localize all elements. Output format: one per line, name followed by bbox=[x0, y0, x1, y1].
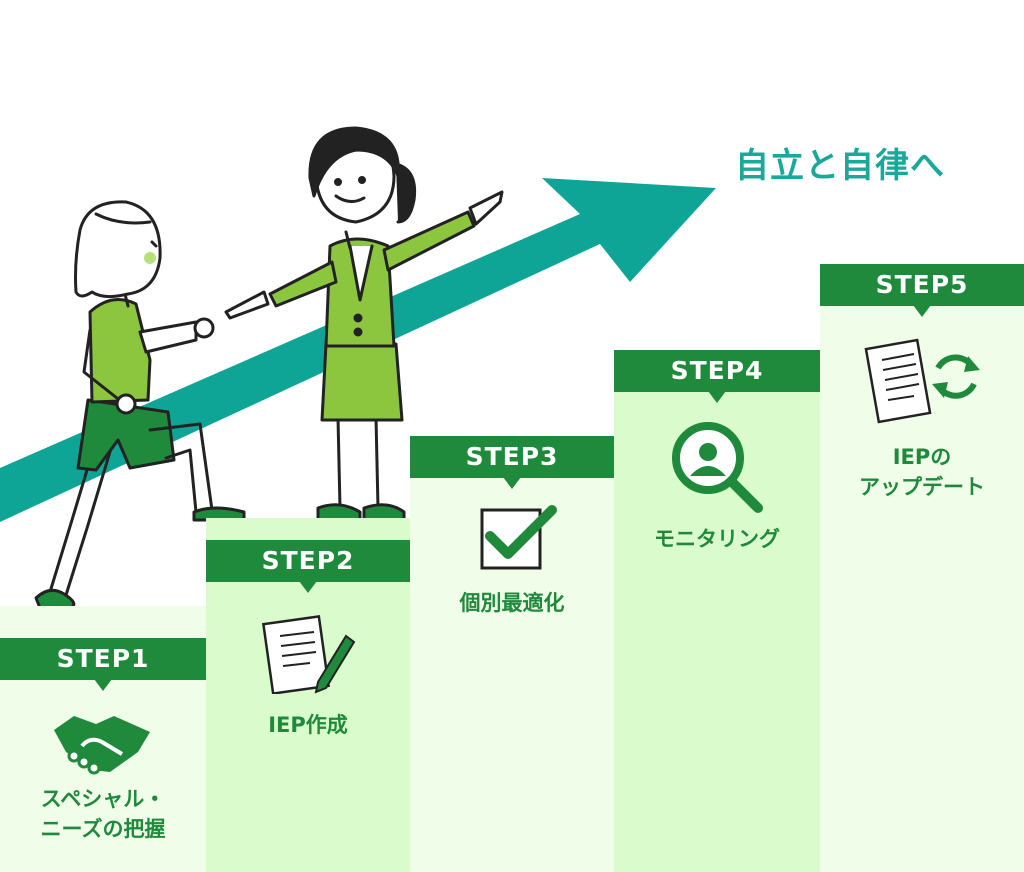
teacher-figure bbox=[224, 126, 504, 522]
student-figure bbox=[34, 200, 246, 610]
step-5-label: IEPの アップデート bbox=[859, 445, 985, 499]
step-1: STEP1 スペシャル・ ニーズの把握 bbox=[0, 606, 206, 872]
step-3: STEP3 個別最適化 bbox=[410, 436, 614, 872]
step-2-header: STEP2 bbox=[206, 540, 410, 593]
step-5: STEP5 IEPの アップデート bbox=[820, 264, 1024, 872]
document-refresh-icon bbox=[864, 338, 980, 424]
step-2: STEP2 IEP作成 bbox=[206, 518, 410, 872]
step-3-header: STEP3 bbox=[410, 436, 614, 489]
step-3-label: 個別最適化 bbox=[459, 591, 565, 615]
checkbox-icon bbox=[480, 505, 557, 570]
step-4-header: STEP4 bbox=[614, 350, 820, 403]
document-pen-icon bbox=[261, 615, 356, 694]
step-2-label: IEP作成 bbox=[268, 713, 348, 737]
step-5-header: STEP5 bbox=[820, 264, 1024, 317]
step-1-label: スペシャル・ ニーズの把握 bbox=[40, 787, 166, 841]
step-3-column bbox=[410, 436, 614, 872]
step-4-label: モニタリング bbox=[654, 527, 780, 551]
goal-title: 自立と自律へ bbox=[735, 146, 945, 186]
step-1-header: STEP1 bbox=[0, 638, 206, 691]
step-4: STEP4 モニタリング bbox=[614, 350, 820, 872]
handshake-icon bbox=[54, 716, 150, 775]
magnifier-person-icon bbox=[672, 422, 763, 513]
